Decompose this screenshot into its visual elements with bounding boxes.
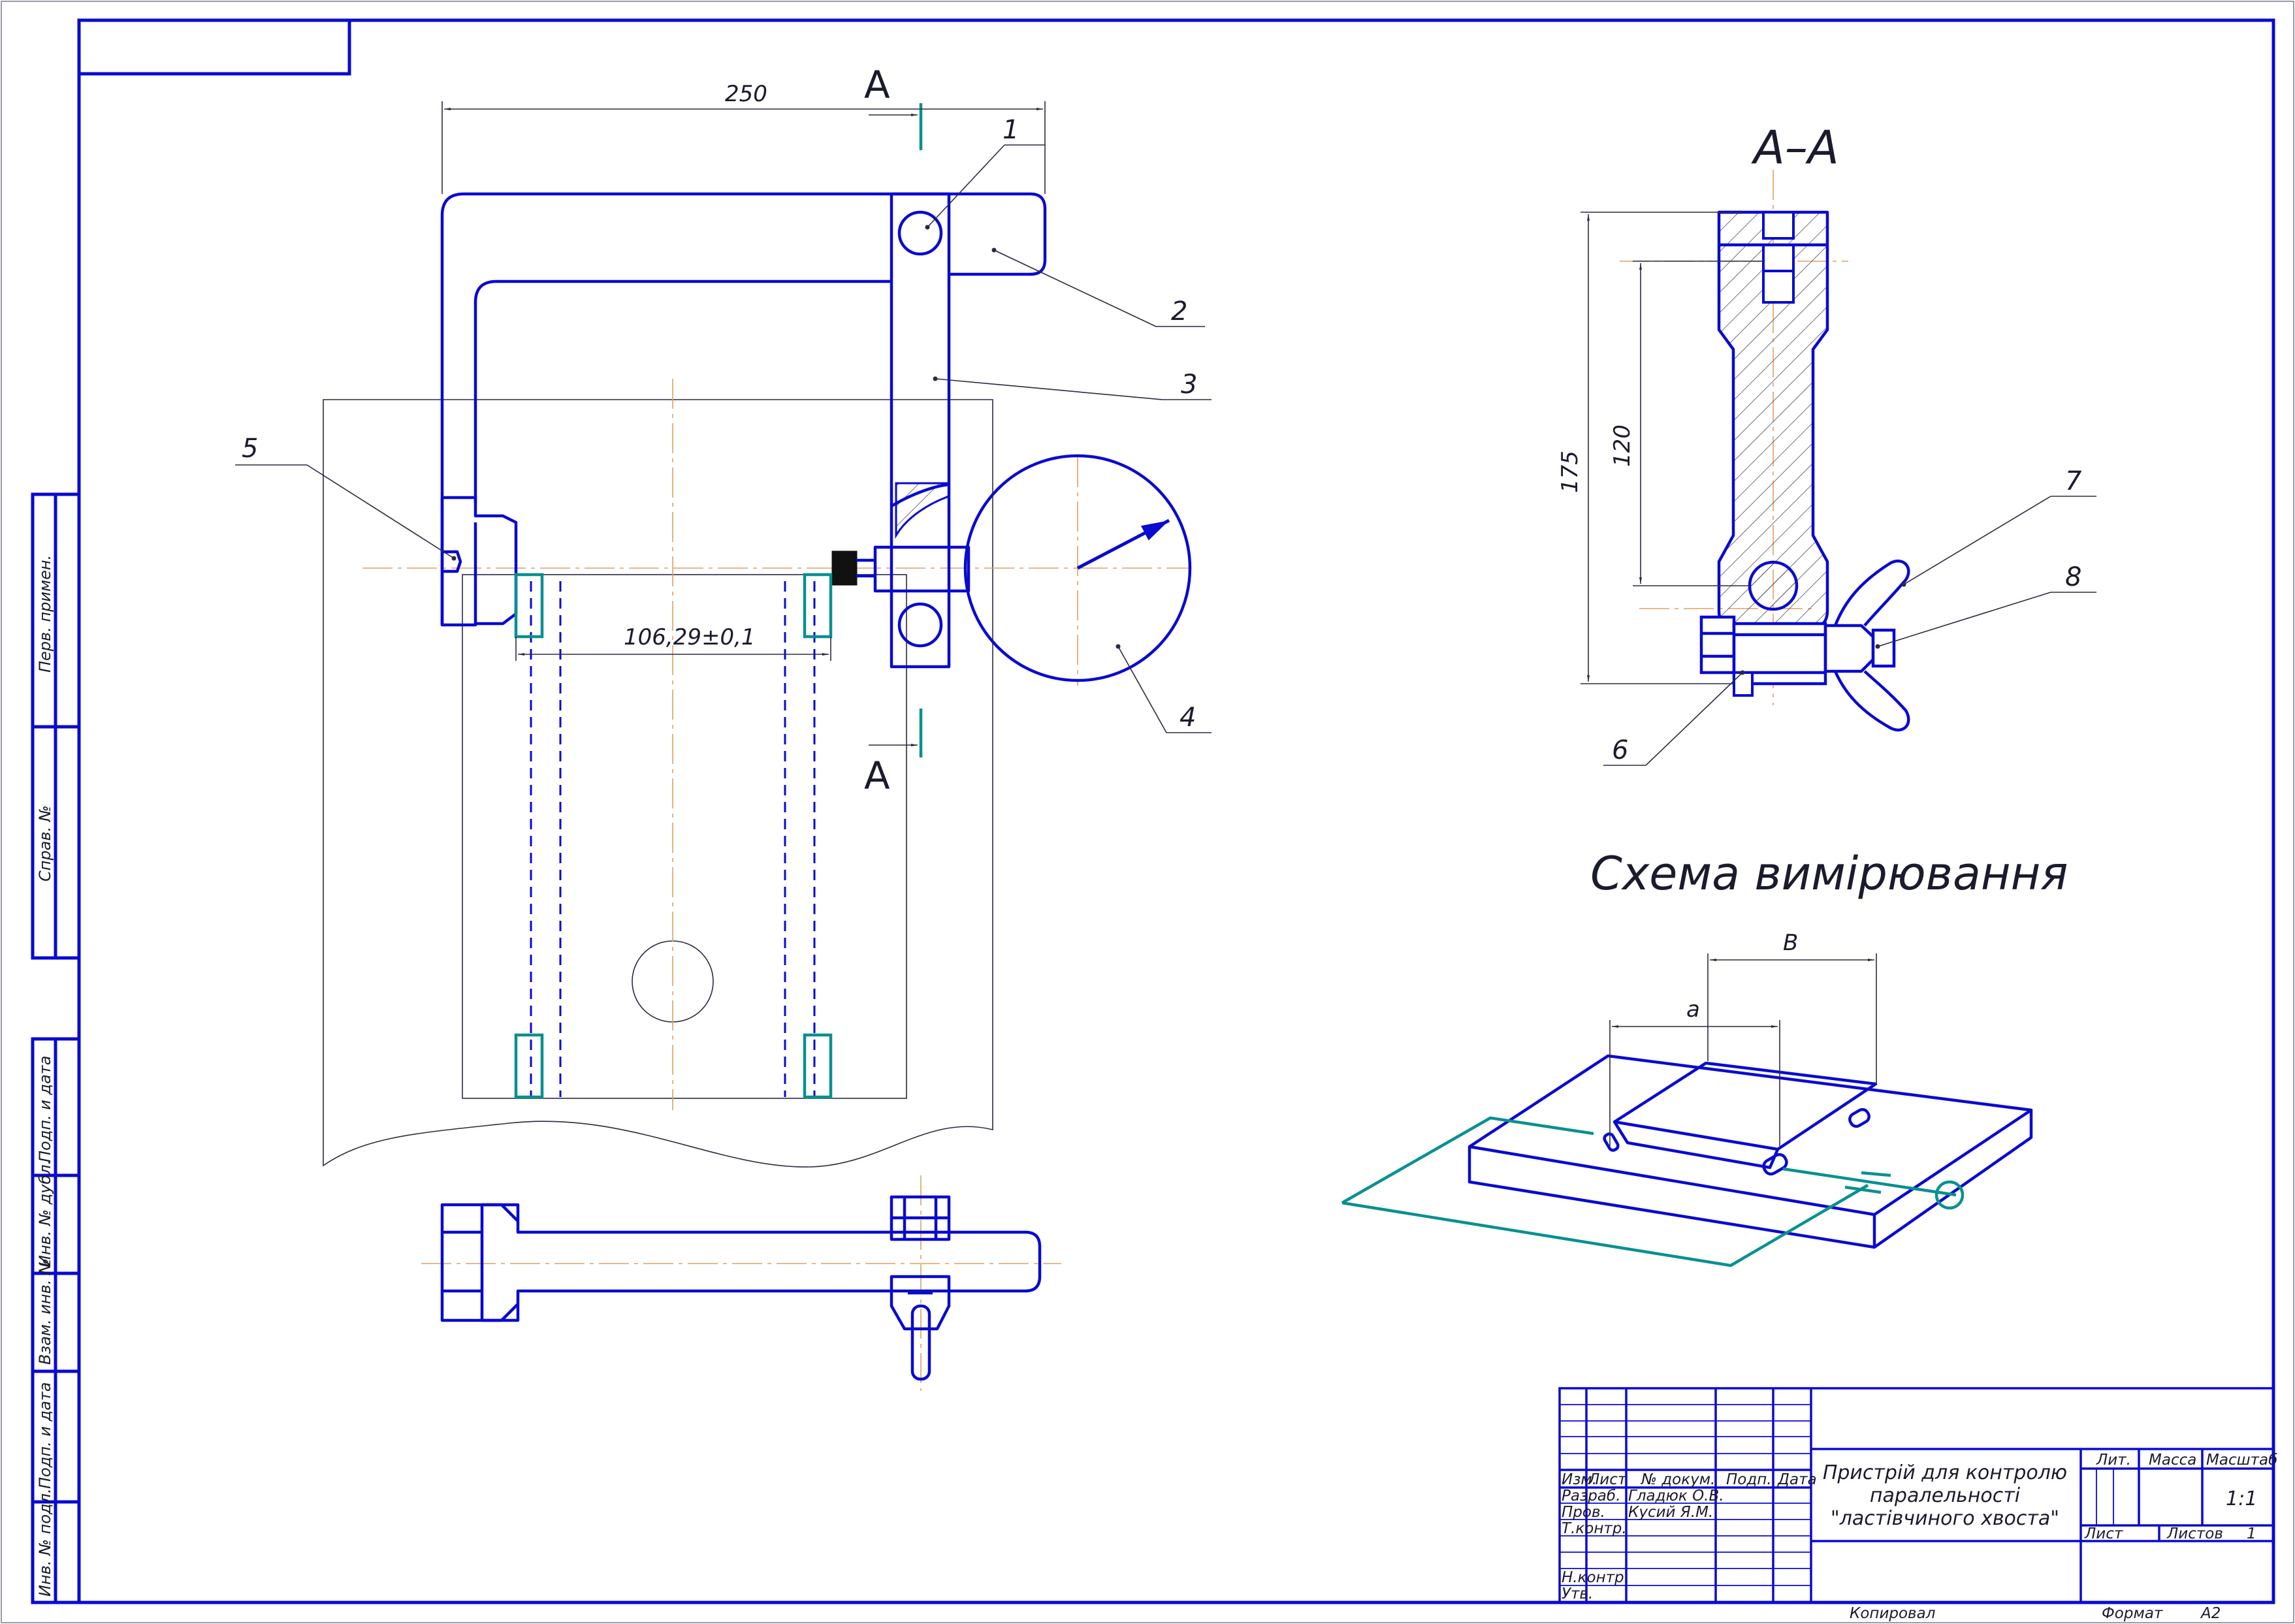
tb-role-tech-control: Т.контр. [1562, 1520, 1627, 1537]
tb-name-checker: Кусий Я.М. [1628, 1504, 1713, 1521]
part-number-6: 6 [1612, 735, 1628, 765]
tb-role-checker: Пров. [1562, 1504, 1605, 1521]
dim-spacing: 106,29±0,1 [624, 624, 756, 650]
dim-height-120: 120 [1609, 424, 1635, 467]
tb-lit-label: Лит. [2096, 1452, 2131, 1469]
tb-scale-value: 1:1 [2226, 1488, 2257, 1510]
contact-pad-bottom-left [514, 1033, 544, 1099]
top-view [421, 1175, 1061, 1391]
slider-part-3 [890, 192, 951, 669]
foot-part-5 [440, 496, 518, 627]
part-number-5: 5 [242, 434, 258, 464]
tb-role-developer: Разраб. [1562, 1488, 1620, 1505]
section-title: А–А [1751, 121, 1839, 174]
tb-format-label: Формат [2102, 1605, 2163, 1622]
lower-pin [897, 602, 943, 648]
scheme-dovetail [1613, 1061, 1878, 1170]
leader-5: 5 [235, 434, 457, 561]
side-stamp-dup-inv: Инв. № дубл. [36, 1160, 54, 1267]
leader-3: 3 [933, 370, 1212, 400]
dim-height-175: 175 [1557, 451, 1583, 493]
workpiece-outline [323, 399, 993, 1168]
contact-pad-bottom-right [803, 1033, 833, 1099]
wing-nut-part-7 [1833, 559, 1910, 627]
tb-role-approved: Утв. [1562, 1585, 1593, 1602]
tb-col-list: Лист [1588, 1471, 1627, 1488]
tb-format-value: А2 [2200, 1605, 2221, 1622]
part-number-8: 8 [2065, 562, 2081, 592]
side-stamp-repl-inv: Взам. инв. № [36, 1258, 54, 1365]
tb-col-doc: № докум. [1640, 1471, 1715, 1488]
tb-title-line-3: "ластівчиного хвоста" [1831, 1507, 2059, 1530]
scheme-dim-a: a [1686, 996, 1700, 1023]
scheme-measurement-plane [1341, 1116, 1869, 1267]
tb-title-line-2: паралельності [1870, 1484, 2021, 1507]
part-number-2: 2 [1171, 296, 1187, 326]
tb-role-norm-control: Н.контр. [1562, 1569, 1629, 1586]
section-mark-top: А [864, 63, 890, 107]
stylus-tip [831, 550, 858, 586]
side-stamp: Перв. примен. Справ. № Подп. и дата Инв.… [31, 492, 81, 1604]
section-mark-bottom: А [864, 754, 890, 798]
side-stamp-orig-inv: Инв. № подл. [36, 1488, 54, 1597]
side-stamp-first-use: Перв. примен. [36, 555, 54, 673]
tb-mass-label: Масса [2149, 1452, 2196, 1469]
scheme-title: Схема вимірювання [1590, 847, 2068, 900]
scheme-dim-b: B [1783, 930, 1798, 956]
scheme-base-plate [1468, 1054, 2033, 1249]
leader-7: 7 [1901, 466, 2096, 587]
section-a-a: А–А 175 120 [1557, 121, 2096, 766]
tb-col-date: Дата [1777, 1471, 1817, 1488]
pin-part-1 [897, 210, 943, 256]
leader-1: 1 [925, 115, 1045, 230]
side-stamp-sign-date-1: Подп. и дата [36, 1056, 54, 1163]
tb-copied-label: Копировал [1850, 1605, 1936, 1622]
side-stamp-sign-date-2: Подп. и дата [36, 1382, 54, 1489]
contact-pad-top-right [803, 573, 833, 639]
leader-8: 8 [1875, 562, 2096, 649]
tb-name-developer: Гладюк О.В. [1628, 1488, 1724, 1505]
tb-sheets-label: Листов [2166, 1525, 2223, 1542]
frame-part-2 [440, 192, 1047, 625]
part-number-3: 3 [1181, 370, 1197, 400]
leader-6: 6 [1603, 670, 1745, 766]
scheme-probe-circle [1934, 1180, 1965, 1210]
dovetail-block [462, 574, 907, 1099]
dial-indicator-part-4 [963, 454, 1192, 682]
tb-col-izm: Изм. [1562, 1471, 1597, 1488]
part-number-1: 1 [1003, 115, 1019, 145]
front-view: А А 250 106,29±0,1 1 2 3 [235, 63, 1212, 1168]
tb-sheets-value: 1 [2247, 1525, 2256, 1542]
tb-title-line-1: Пристрій для контролю [1823, 1461, 2067, 1484]
side-stamp-ref-no: Справ. № [36, 805, 54, 882]
part-number-4: 4 [1180, 703, 1196, 733]
leader-4: 4 [1115, 644, 1212, 733]
part-number-7: 7 [2065, 466, 2082, 496]
top-corner-box [77, 18, 351, 76]
contact-pad-top-left [514, 573, 544, 639]
tb-scale-label: Масштаб [2206, 1452, 2277, 1469]
title-block: Изм. Лист № докум. Подп. Дата Разраб. Гл… [1558, 1387, 2277, 1622]
leader-2: 2 [991, 247, 1205, 327]
dim-width-250: 250 [725, 81, 767, 107]
tb-sheet-label: Лист [2084, 1525, 2123, 1542]
measurement-scheme: Схема вимірювання a B [1341, 847, 2068, 1267]
tb-col-sign: Подп. [1726, 1471, 1772, 1488]
